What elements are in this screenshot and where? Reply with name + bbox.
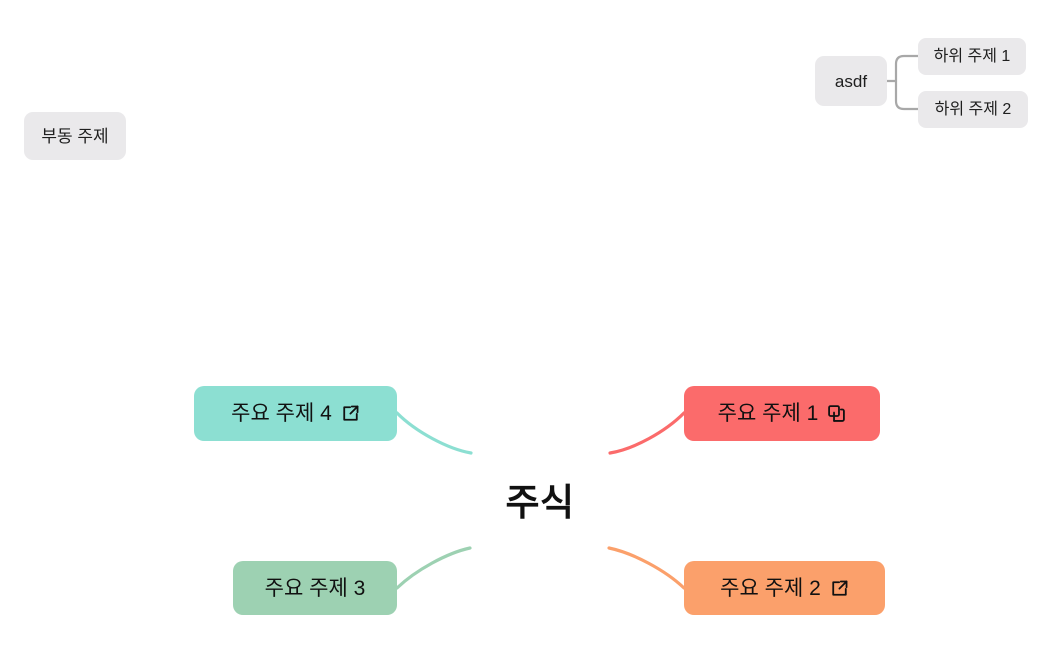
external-link-icon[interactable] (341, 404, 360, 423)
edge-asdf-sub1 (894, 54, 920, 83)
sub-topic-1-label: 하위 주제 1 (933, 47, 1011, 65)
external-link-icon[interactable] (830, 579, 849, 598)
main-topic-3-label: 주요 주제 3 (264, 576, 366, 600)
sub-topic-2-label: 하위 주제 2 (934, 100, 1012, 118)
root-topic[interactable]: 주식 (466, 474, 614, 530)
edge-asdf-sub2 (894, 79, 920, 111)
main-topic-4[interactable]: 주요 주제 4 (194, 386, 397, 441)
sub-topic-2[interactable]: 하위 주제 2 (918, 91, 1028, 128)
main-topic-2-label: 주요 주제 2 (720, 576, 821, 600)
detached-branch-parent-label: asdf (834, 71, 868, 91)
sub-topic-1[interactable]: 하위 주제 1 (918, 38, 1026, 75)
main-topic-1[interactable]: 주요 주제 1 (684, 386, 880, 441)
edge-root-main2 (607, 546, 686, 590)
floating-topic-label: 부동 주제 (41, 126, 109, 146)
edge-root-main4 (395, 411, 473, 455)
main-topic-4-label: 주요 주제 4 (231, 402, 332, 425)
edge-root-main1 (608, 411, 686, 455)
copy-icon[interactable] (827, 404, 846, 423)
detached-branch-parent[interactable]: asdf (815, 56, 887, 106)
main-topic-3[interactable]: 주요 주제 3 (233, 561, 397, 615)
edge-root-main3 (395, 546, 472, 590)
floating-topic[interactable]: 부동 주제 (24, 112, 126, 160)
main-topic-2[interactable]: 주요 주제 2 (684, 561, 885, 615)
main-topic-1-label: 주요 주제 1 (717, 402, 819, 425)
root-topic-label: 주식 (505, 481, 575, 523)
